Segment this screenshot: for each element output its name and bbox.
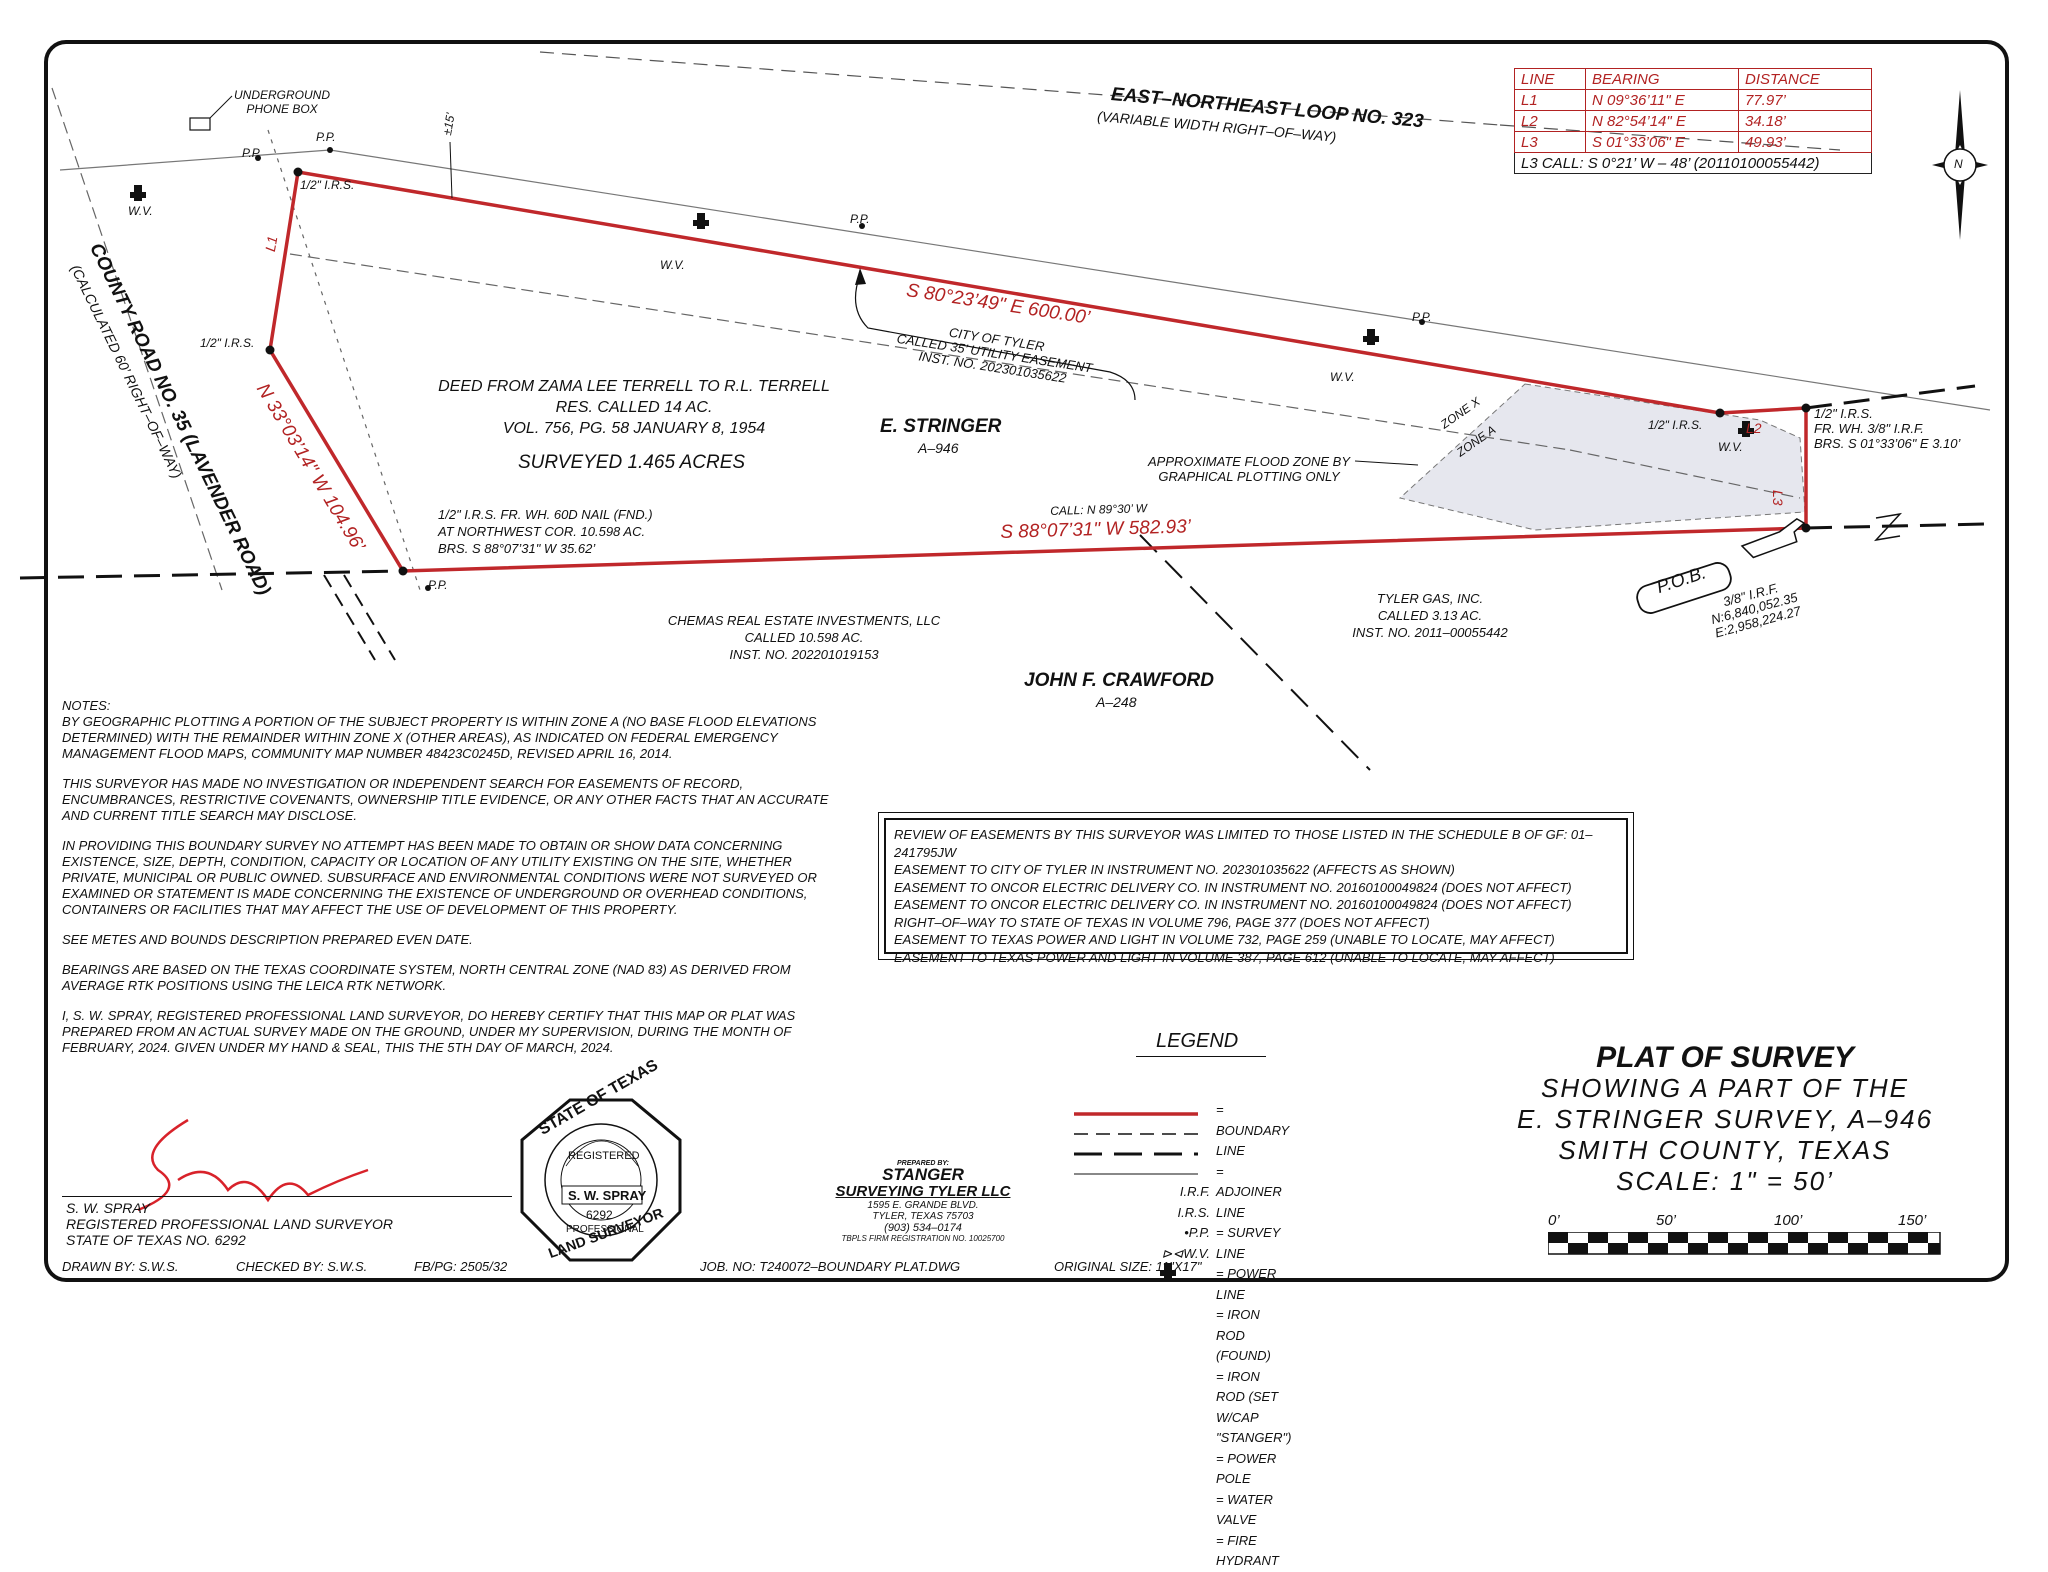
legend-item: = IRON ROD (FOUND): [1216, 1307, 1271, 1363]
irs-label: 1/2" I.R.S.: [200, 336, 255, 350]
seal-professional: PROFESSIONAL: [566, 1224, 644, 1235]
row-line: [539, 51, 1501, 126]
irs-label: 1/2" I.R.S.: [300, 178, 355, 192]
scale-tick: 50’: [1656, 1212, 1677, 1229]
survey-name: E. STRINGER: [880, 416, 1002, 437]
survey-abstract: A–946: [918, 440, 959, 456]
pob-pointer-icon: [1740, 517, 1806, 559]
legend-item: = POWER LINE: [1216, 1266, 1277, 1302]
scale-tick: 150’: [1898, 1212, 1927, 1229]
easement-line: [1569, 449, 1801, 499]
survey-line: [1139, 534, 1371, 771]
scale-tick: 100’: [1774, 1212, 1803, 1229]
easement-leader: [854, 274, 1136, 401]
phone-box-icon: [189, 117, 211, 131]
nw-corner-label: 1/2" I.R.S. FR. WH. 60D NAIL (FND.) AT N…: [438, 507, 653, 556]
col-header: DISTANCE: [1738, 68, 1872, 90]
surveyed-acres: SURVEYED 1.465 ACRES: [518, 452, 746, 473]
drawn-by: DRAWN BY: S.W.S.: [62, 1259, 179, 1274]
easement-review-box: REVIEW OF EASEMENTS BY THIS SURVEYOR WAS…: [878, 812, 1634, 965]
legend-item: = IRON ROD (SET W/CAP "STANGER"): [1216, 1368, 1292, 1446]
legend-item: = WATER VALVE: [1216, 1491, 1273, 1528]
scale-label: SCALE: 1" = 50’: [1616, 1166, 1834, 1196]
plat-title: PLAT OF SURVEY: [1596, 1041, 1854, 1074]
south-call-label: CALL: N 89°30’ W: [1050, 501, 1148, 518]
legend-title: LEGEND: [1156, 1030, 1239, 1052]
field-book: FB/PG: 2505/32: [414, 1259, 508, 1274]
corner-markers: [265, 167, 1811, 576]
legend-item: = SURVEY LINE: [1216, 1225, 1281, 1261]
scale-tick: 0’: [1548, 1212, 1560, 1229]
firm-block: PREPARED BY: STANGER SURVEYING TYLER LLC…: [835, 1160, 1011, 1243]
surveyor-seal: STATE OF TEXAS REGISTERED S. W. SPRAY 62…: [516, 1057, 686, 1266]
adjoiner-chemas: CHEMAS REAL ESTATE INVESTMENTS, LLC CALL…: [667, 613, 941, 662]
survey-line: [19, 569, 404, 580]
adjoiner-tyler-gas: TYLER GAS, INC. CALLED 3.13 AC. INST. NO…: [1352, 591, 1508, 640]
l1-label: L1: [262, 234, 281, 253]
notes-heading: NOTES:: [62, 698, 111, 713]
seal-number: 6292: [586, 1208, 613, 1222]
original-size: ORIGINAL SIZE: 11"X17": [1054, 1259, 1202, 1274]
general-notes: NOTES: BY GEOGRAPHIC PLOTTING A PORTION …: [62, 698, 852, 1070]
pp-label: P.P.: [850, 212, 870, 226]
power-pole-icons: [255, 147, 1425, 591]
legend-item: = BOUNDARY LINE: [1216, 1102, 1289, 1158]
col-header: LINE: [1514, 68, 1586, 90]
phone-box-label: UNDERGROUND PHONE BOX: [234, 88, 330, 116]
legend-symbol: I.R.F.: [1179, 1184, 1210, 1199]
crawford-abstract: A–248: [1096, 694, 1137, 710]
signature-block: S. W. SPRAY REGISTERED PROFESSIONAL LAND…: [66, 1200, 394, 1248]
flood-zone-note: APPROXIMATE FLOOD ZONE BY GRAPHICAL PLOT…: [1148, 454, 1351, 484]
legend-symbol: ⊳⊲W.V.: [1161, 1245, 1210, 1261]
pp-label: P.P.: [1412, 310, 1432, 324]
wv-label: W.V.: [660, 258, 685, 272]
irs-label: 1/2" I.R.S.: [1648, 418, 1703, 432]
col-header: BEARING: [1585, 68, 1739, 90]
seal-registered: REGISTERED: [568, 1150, 640, 1162]
job-number: JOB. NO: T240072–BOUNDARY PLAT.DWG: [700, 1259, 961, 1274]
wv-label: W.V.: [1330, 370, 1355, 384]
legend-item: = FIRE HYDRANT: [1216, 1532, 1279, 1569]
deed-label: DEED FROM ZAMA LEE TERRELL TO R.L. TERRE…: [438, 378, 830, 437]
l2-label: L2: [1746, 420, 1762, 436]
legend-symbol: I.R.S.: [1177, 1204, 1210, 1220]
plat-drawing: [19, 51, 1991, 771]
legend-item: = POWER POLE: [1216, 1450, 1277, 1487]
crawford-name: JOHN F. CRAWFORD: [1024, 670, 1214, 691]
pp-label: P.P.: [428, 578, 448, 592]
road-line: [323, 574, 376, 661]
wv-label: W.V.: [1718, 440, 1743, 454]
l3-call-note: L3 CALL: S 0°21’ W – 48’ (20110100055442…: [1514, 152, 1872, 174]
pob-box: [1636, 562, 1732, 614]
pp-label: P.P.: [242, 146, 262, 160]
title-block: PLAT OF SURVEY SHOWING A PART OF THE E. …: [1445, 1042, 2005, 1197]
checked-by: CHECKED BY: S.W.S.: [236, 1259, 368, 1274]
legend-symbol: •P.P.: [1184, 1225, 1210, 1240]
ne-corner-label: 1/2" I.R.S. FR. WH. 3/8" I.R.F. BRS. S 0…: [1814, 406, 1961, 451]
survey-line: [1805, 384, 1976, 410]
north-arrow-icon: [1932, 90, 1988, 240]
fire-hydrant-icon: [130, 185, 1754, 437]
pp-label: P.P.: [316, 130, 336, 144]
plat-sheet-border: [44, 40, 2009, 1282]
north-label: N: [1954, 157, 1963, 171]
signature-mark: [137, 1118, 369, 1212]
survey-line: [1805, 522, 1986, 530]
scale-bar: 0’ 50’ 100’ 150’: [1547, 1212, 1942, 1261]
road-line: [343, 574, 396, 661]
legend-item: = ADJOINER LINE: [1216, 1163, 1282, 1220]
road-line: [51, 87, 223, 591]
wv-label: W.V.: [128, 204, 153, 218]
l3-label: L3: [1770, 490, 1786, 506]
seal-name: S. W. SPRAY: [568, 1188, 647, 1203]
